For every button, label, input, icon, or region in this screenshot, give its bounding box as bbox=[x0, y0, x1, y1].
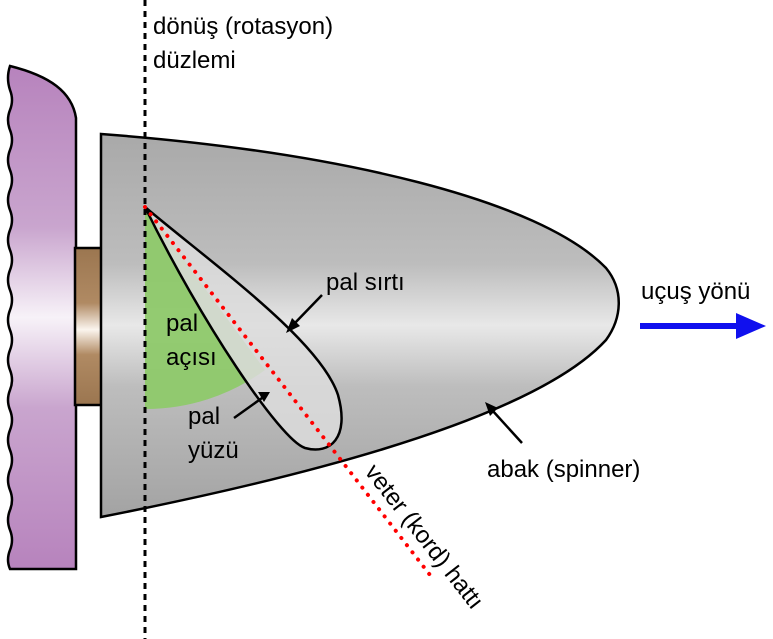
rotation-plane-label-line1: dönüş (rotasyon) bbox=[153, 13, 333, 40]
blade-angle-label-line1: pal bbox=[166, 310, 198, 337]
spinner-label: abak (spinner) bbox=[487, 456, 640, 483]
blade-angle-label-line2: açısı bbox=[166, 344, 217, 371]
blade-face-pointer-arrow bbox=[233, 392, 270, 420]
spinner bbox=[99, 132, 620, 519]
chord-line-label: veter (kord) hattı bbox=[359, 459, 489, 614]
fuselage bbox=[6, 64, 78, 571]
flight-direction-label: uçuş yönü bbox=[641, 278, 750, 305]
rotation-plane-label-line2: düzlemi bbox=[153, 47, 236, 74]
blade-face-label-line2: yüzü bbox=[188, 437, 239, 464]
blade-face-label-line1: pal bbox=[188, 403, 220, 430]
blade-cross-section bbox=[143, 206, 343, 451]
blade-back-label: pal sırtı bbox=[326, 269, 405, 296]
flight-direction-arrow bbox=[640, 313, 766, 339]
propeller-hub bbox=[73, 246, 104, 407]
blade-back-pointer-arrow bbox=[286, 294, 323, 333]
spinner-pointer-arrow bbox=[485, 402, 523, 444]
